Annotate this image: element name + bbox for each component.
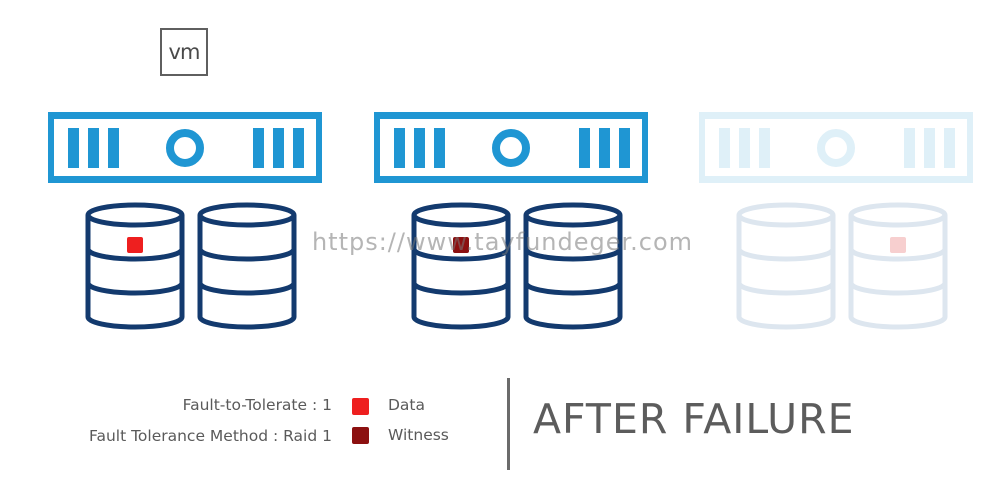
vent (253, 128, 264, 168)
vent (944, 128, 955, 168)
disk-icon (411, 202, 511, 330)
power-ring-icon (166, 129, 204, 167)
vent (414, 128, 425, 168)
disk-top (736, 202, 836, 228)
disk-band (411, 248, 511, 262)
disk-band (197, 282, 297, 296)
vent (434, 128, 445, 168)
disk-band (736, 282, 836, 296)
host-3 (699, 112, 973, 330)
disk-icon (736, 202, 836, 330)
disk-band (197, 248, 297, 262)
vent (739, 128, 750, 168)
disk-band (85, 248, 185, 262)
power-ring-icon (492, 129, 530, 167)
host-1 (48, 112, 322, 330)
vent (88, 128, 99, 168)
disk-band (848, 282, 948, 296)
vent (759, 128, 770, 168)
disk-band (523, 282, 623, 296)
legend-data-label: Data (388, 396, 426, 414)
disk-band (85, 282, 185, 296)
divider (507, 378, 510, 470)
disk-top (523, 202, 623, 228)
disk-icon (197, 202, 297, 330)
witness-component (453, 237, 469, 253)
vent (394, 128, 405, 168)
host-2 (374, 112, 648, 330)
vent (619, 128, 630, 168)
vent (293, 128, 304, 168)
power-ring-icon (817, 129, 855, 167)
status-title: AFTER FAILURE (533, 395, 855, 443)
vent (108, 128, 119, 168)
disk-top (85, 202, 185, 228)
vent (904, 128, 915, 168)
data-swatch (352, 398, 369, 415)
vent (68, 128, 79, 168)
disk-body (197, 215, 297, 330)
disk-band (736, 248, 836, 262)
disk-top (411, 202, 511, 228)
disk-icon (523, 202, 623, 330)
watermark-text: https://www.tayfundeger.com (311, 228, 694, 256)
disk-body (85, 215, 185, 330)
disk-band (411, 282, 511, 296)
legend-witness-label: Witness (388, 426, 449, 444)
vm-label: vm (168, 40, 201, 64)
disk-top (197, 202, 297, 228)
disk-body (411, 215, 511, 330)
disk-body (848, 215, 948, 330)
disk-icon (848, 202, 948, 330)
vent (579, 128, 590, 168)
ftm-label: Fault Tolerance Method : Raid 1 (88, 427, 332, 445)
disk-icon (85, 202, 185, 330)
vent (924, 128, 935, 168)
vent (599, 128, 610, 168)
vm-icon: vm (160, 28, 208, 76)
vent (273, 128, 284, 168)
disk-top (848, 202, 948, 228)
vent (719, 128, 730, 168)
data-component (127, 237, 143, 253)
disk-band (523, 248, 623, 262)
witness-swatch (352, 427, 369, 444)
disk-body (736, 215, 836, 330)
data-component (890, 237, 906, 253)
disk-band (848, 248, 948, 262)
disk-body (523, 215, 623, 330)
ftt-label: Fault-to-Tolerate : 1 (182, 396, 332, 414)
